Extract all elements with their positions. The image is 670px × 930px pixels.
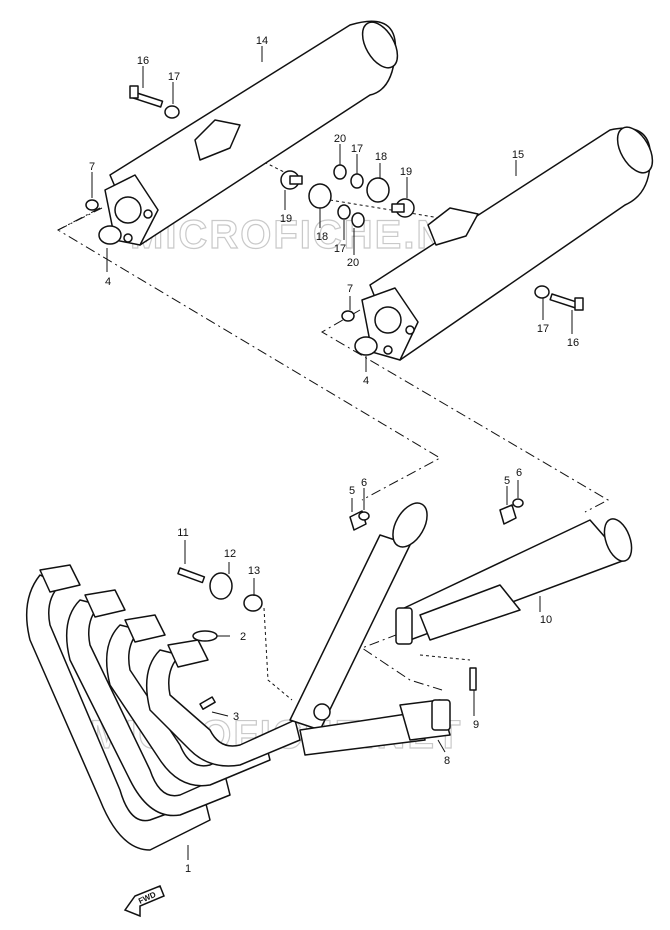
callout-17-mid: 17 [334,243,346,255]
bolt-line-13 [263,607,293,701]
nut-20-lower[interactable] [351,212,365,228]
washer-17-right[interactable] [534,285,550,299]
washer-17-upper[interactable] [350,173,364,189]
callout-16-left: 16 [137,55,149,67]
callout-2: 2 [240,631,246,643]
callout-1: 1 [185,863,191,875]
callout-6-left: 6 [361,477,367,489]
muffler-left[interactable] [104,16,405,246]
washer-17-mid[interactable] [337,204,351,220]
cushion-12[interactable] [209,572,233,600]
callout-10: 10 [540,614,552,626]
exhaust-header-assembly[interactable] [25,497,434,851]
hanger-line-right [329,199,441,219]
nut-5-right[interactable] [499,504,517,525]
callout-4-right: 4 [363,375,369,387]
callout-11: 11 [177,527,188,539]
collar-13[interactable] [243,594,263,612]
assembly-line-center-pipe [360,619,443,691]
callout-7-right: 7 [347,283,353,295]
bolt-line-9 [419,654,471,661]
assembly-line-left-muffler [56,207,442,501]
callout-5-left: 5 [349,485,355,497]
assembly-line-right-muffler [321,309,610,513]
callout-18-left: 18 [316,231,328,243]
washer-6-right[interactable] [512,498,524,508]
callout-17-right: 17 [537,323,549,335]
callouts: 14 15 16 17 7 4 19 20 17 18 19 18 17 20 … [89,35,579,875]
collar-19-right[interactable] [391,198,415,218]
bolt-16-right[interactable] [549,293,584,311]
bolt-9[interactable] [469,667,477,691]
gasket-4-left[interactable] [98,225,122,245]
washer-6-left[interactable] [358,511,370,521]
callout-6-right: 6 [516,467,522,479]
cushion-18-left[interactable] [308,183,332,209]
callout-16-right: 16 [567,337,579,349]
washer-7-right[interactable] [341,310,355,322]
callout-8: 8 [444,755,450,767]
callout-20-lower: 20 [347,257,359,269]
callout-12: 12 [224,548,236,560]
callout-18-right: 18 [375,151,387,163]
callout-13: 13 [248,565,260,577]
callout-20-upper: 20 [334,133,346,145]
callout-14: 14 [256,35,268,47]
muffler-right[interactable] [361,121,660,361]
callout-7-left: 7 [89,161,95,173]
callout-9: 9 [473,719,479,731]
cushion-18-right[interactable] [366,177,390,203]
callout-5-right: 5 [504,475,510,487]
connecting-pipe[interactable] [395,515,637,645]
collar-19-left[interactable] [280,170,303,190]
bolt-11[interactable] [177,567,206,584]
callout-17-left: 17 [168,71,180,83]
bolt-16-left[interactable] [129,85,164,108]
forward-direction-arrow: FWD [123,885,165,918]
callout-17-upper: 17 [351,143,363,155]
callout-15: 15 [512,149,524,161]
leader-lines [91,46,573,860]
callout-4-left: 4 [105,276,111,288]
nut-20-upper[interactable] [333,164,347,180]
gasket-4-right[interactable] [354,336,378,356]
callout-19-left: 19 [280,213,292,225]
gasket-2[interactable] [192,630,218,642]
washer-17-left[interactable] [164,105,180,119]
callout-3: 3 [233,711,239,723]
washer-7-left[interactable] [85,199,99,211]
callout-19-right: 19 [400,166,412,178]
stud-3[interactable] [199,696,216,710]
sensor-pipe-8[interactable] [399,699,451,741]
